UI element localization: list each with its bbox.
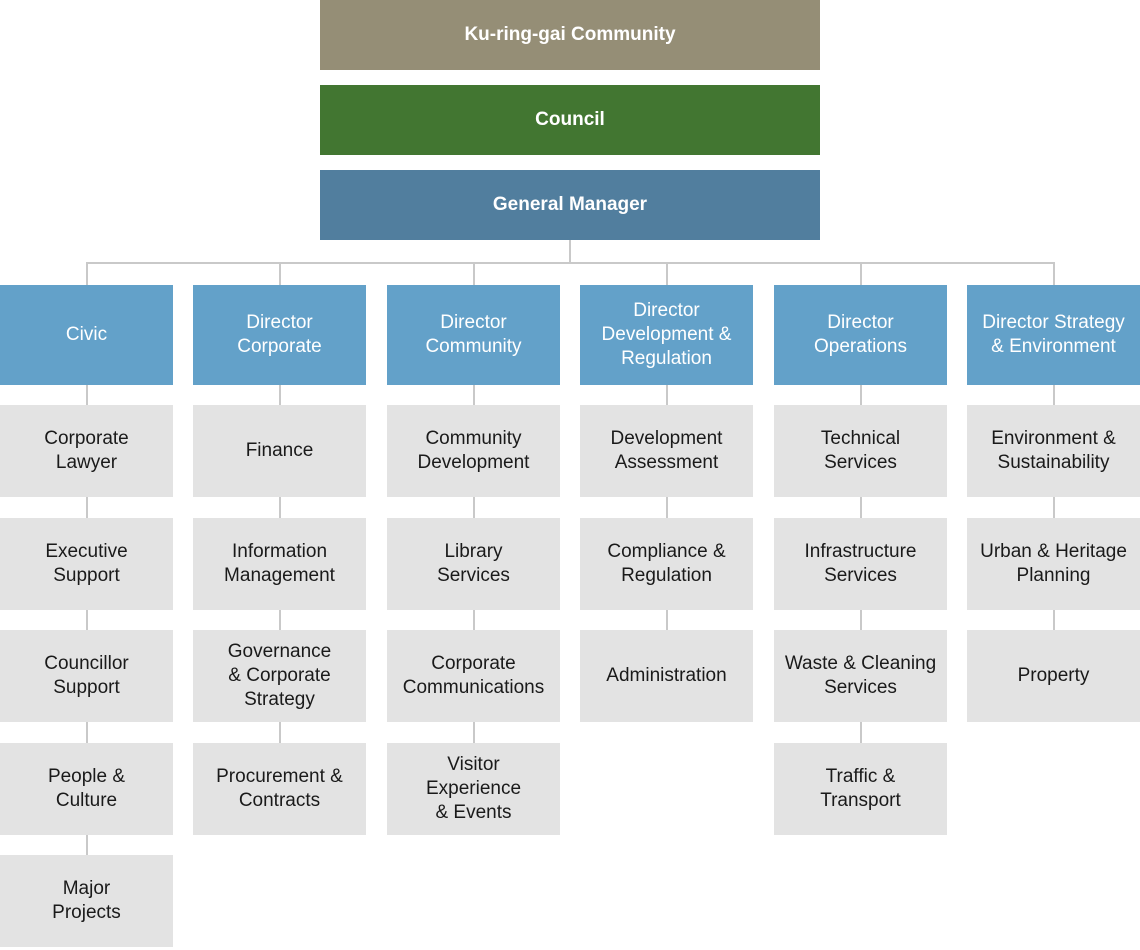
unit-box-procurement-contracts: Procurement & Contracts — [193, 743, 366, 835]
unit-label: Compliance & Regulation — [607, 541, 726, 586]
director-box-director-development-regulation: Director Development & Regulation — [580, 285, 753, 385]
unit-box-library-services: Library Services — [387, 518, 560, 610]
unit-label: Visitor Experience & Events — [425, 754, 522, 823]
director-box-director-operations: Director Operations — [774, 285, 947, 385]
director-label: Director Strategy & Environment — [982, 312, 1125, 357]
unit-label: Environment & Sustainability — [991, 428, 1116, 473]
unit-box-infrastructure-services: Infrastructure Services — [774, 518, 947, 610]
unit-box-traffic-transport: Traffic & Transport — [774, 743, 947, 835]
unit-label: Infrastructure Services — [804, 541, 917, 586]
connector-drop — [472, 262, 475, 285]
unit-label: Technical Services — [820, 428, 901, 473]
unit-box-technical-services: Technical Services — [774, 405, 947, 497]
unit-label: Administration — [606, 665, 727, 686]
unit-box-finance: Finance — [193, 405, 366, 497]
unit-label: Governance & Corporate Strategy — [227, 641, 332, 710]
unit-box-councillor-support: Councillor Support — [0, 630, 173, 722]
connector-drop — [1052, 262, 1055, 285]
unit-label: Waste & Cleaning Services — [784, 653, 937, 698]
council-label: Council — [535, 109, 605, 130]
unit-box-property: Property — [967, 630, 1140, 722]
community-label: Ku-ring-gai Community — [464, 24, 676, 45]
director-label: Director Community — [425, 312, 522, 357]
connector-horizontal — [86, 262, 1055, 264]
unit-box-governance-corporate-strategy: Governance & Corporate Strategy — [193, 630, 366, 722]
director-box-civic: Civic — [0, 285, 173, 385]
director-label: Director Corporate — [237, 312, 322, 357]
unit-box-community-development: Community Development — [387, 405, 560, 497]
connector-spine — [85, 385, 88, 855]
general-manager-box: General Manager — [320, 170, 820, 240]
unit-label: Corporate Lawyer — [44, 428, 129, 473]
unit-box-corporate-lawyer: Corporate Lawyer — [0, 405, 173, 497]
director-box-director-community: Director Community — [387, 285, 560, 385]
director-label: Director Development & Regulation — [601, 300, 732, 369]
director-label: Director Operations — [814, 312, 907, 357]
connector-drop — [665, 262, 668, 285]
unit-box-major-projects: Major Projects — [0, 855, 173, 947]
unit-box-people-culture: People & Culture — [0, 743, 173, 835]
unit-label: Information Management — [224, 541, 335, 586]
unit-box-waste-cleaning-services: Waste & Cleaning Services — [774, 630, 947, 722]
unit-label: Executive Support — [45, 541, 128, 586]
unit-box-corporate-communications: Corporate Communications — [387, 630, 560, 722]
connector-drop — [278, 262, 281, 285]
connector-spine — [665, 385, 668, 630]
community-box: Ku-ring-gai Community — [320, 0, 820, 70]
unit-label: Traffic & Transport — [820, 766, 901, 811]
unit-label: Property — [1017, 665, 1090, 686]
unit-label: Corporate Communications — [402, 653, 545, 698]
connector-spine — [1052, 385, 1055, 630]
director-box-director-strategy-environment: Director Strategy & Environment — [967, 285, 1140, 385]
unit-box-development-assessment: Development Assessment — [580, 405, 753, 497]
unit-label: Major Projects — [52, 878, 121, 923]
unit-label: Finance — [245, 440, 314, 461]
general-manager-label: General Manager — [492, 194, 648, 215]
connector-gm-down — [569, 240, 571, 263]
connector-drop — [859, 262, 862, 285]
unit-box-urban-heritage-planning: Urban & Heritage Planning — [967, 518, 1140, 610]
council-box: Council — [320, 85, 820, 155]
unit-box-compliance-regulation: Compliance & Regulation — [580, 518, 753, 610]
unit-box-executive-support: Executive Support — [0, 518, 173, 610]
unit-box-visitor-experience-events: Visitor Experience & Events — [387, 743, 560, 835]
unit-label: Community Development — [417, 428, 530, 473]
director-label: Civic — [65, 324, 108, 345]
unit-label: Procurement & Contracts — [216, 766, 343, 811]
connector-drop — [85, 262, 88, 285]
unit-label: Library Services — [437, 541, 510, 586]
unit-label: Councillor Support — [44, 653, 129, 698]
unit-label: Development Assessment — [610, 428, 723, 473]
unit-label: People & Culture — [47, 766, 126, 811]
unit-box-information-management: Information Management — [193, 518, 366, 610]
unit-box-environment-sustainability: Environment & Sustainability — [967, 405, 1140, 497]
unit-box-administration: Administration — [580, 630, 753, 722]
unit-label: Urban & Heritage Planning — [980, 541, 1127, 586]
director-box-director-corporate: Director Corporate — [193, 285, 366, 385]
